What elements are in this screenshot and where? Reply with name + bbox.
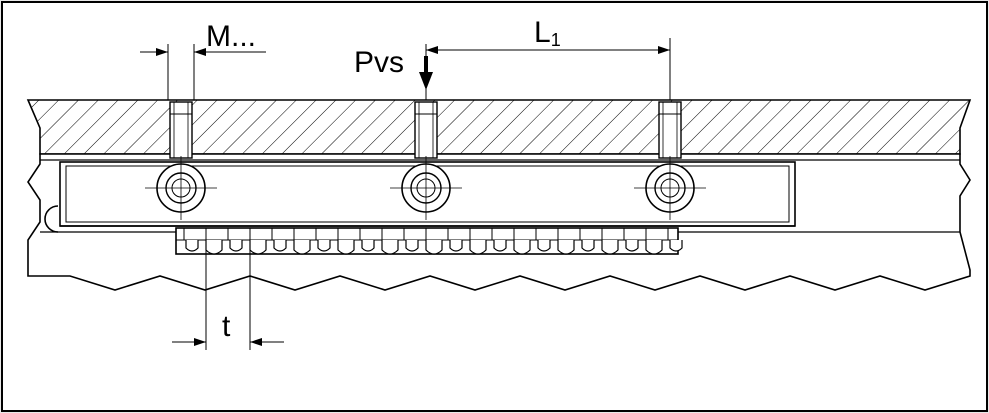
roller [601, 240, 619, 255]
roller-cage [175, 227, 683, 255]
roller [249, 240, 267, 255]
roller [205, 240, 223, 255]
roller [493, 240, 507, 252]
threaded-hole-right [658, 101, 682, 159]
dimension-t: t [172, 246, 284, 350]
dimension-m: M... [140, 20, 266, 100]
screw-left [145, 156, 217, 220]
roller [469, 240, 487, 255]
roller [337, 240, 355, 255]
roller [361, 240, 375, 252]
screw-right [634, 156, 706, 220]
screw-center [390, 156, 462, 220]
threaded-hole-center [414, 101, 438, 159]
pitch-label: t [222, 310, 231, 343]
dimension-l1: L1 [426, 16, 671, 100]
threaded-hole-left [169, 101, 193, 159]
roller [537, 240, 551, 252]
roller [625, 240, 639, 252]
roller [449, 240, 463, 252]
roller [405, 240, 419, 252]
roller [229, 240, 243, 252]
roller [293, 240, 311, 255]
roller [381, 240, 399, 255]
roller [557, 240, 575, 255]
force-pvs: Pvs [354, 44, 433, 100]
roller [185, 240, 199, 252]
end-cap [44, 205, 59, 233]
roller [645, 240, 663, 255]
roller [425, 240, 443, 255]
roller [581, 240, 595, 252]
roller [273, 240, 287, 252]
pvs-label: Pvs [354, 46, 404, 79]
roller [513, 240, 531, 255]
roller [669, 240, 683, 252]
l1-label: L1 [534, 16, 561, 50]
roller [317, 240, 331, 252]
m-thread-label: M... [206, 20, 256, 53]
